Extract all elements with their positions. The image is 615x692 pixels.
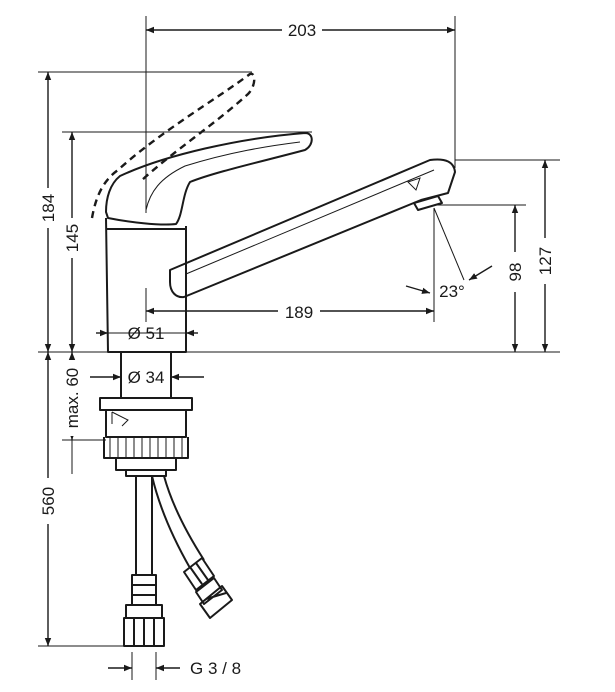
aerator xyxy=(413,195,443,211)
label-height-127: 127 xyxy=(536,247,555,275)
spout-inner-line xyxy=(185,169,435,275)
label-width-203: 203 xyxy=(288,21,316,40)
label-height-184: 184 xyxy=(39,194,58,222)
label-angle-23: 23° xyxy=(439,282,465,301)
angle-ref-line xyxy=(433,207,465,281)
hose-right-nut xyxy=(195,577,233,619)
faucet-outline xyxy=(90,72,456,647)
handle-lever xyxy=(105,132,313,226)
label-height-145: 145 xyxy=(63,224,82,252)
handle-inner-line xyxy=(145,141,301,211)
label-max-60: max. 60 xyxy=(63,368,82,428)
label-diameter-34: Ø 34 xyxy=(128,368,165,387)
dimension-labels: 203 184 145 189 Ø 51 Ø 34 max. 60 23° 98… xyxy=(38,18,555,678)
label-reach-189: 189 xyxy=(285,303,313,322)
thread-ticks xyxy=(109,437,183,458)
label-length-560: 560 xyxy=(39,487,58,515)
mounting-plate xyxy=(99,397,193,411)
label-thread-g38: G 3 / 8 xyxy=(190,659,241,678)
dimension-lines xyxy=(38,16,560,680)
hose-left-crimp xyxy=(131,574,157,606)
hose-left-nut xyxy=(123,604,165,647)
faucet-body xyxy=(105,217,187,353)
hose-left xyxy=(135,476,153,575)
angle-arrow-right xyxy=(468,265,493,281)
bottom-nut xyxy=(115,458,177,477)
hose-right-crimp xyxy=(183,557,215,591)
label-height-98: 98 xyxy=(506,263,525,282)
thread-ring xyxy=(103,437,189,459)
mounting-bracket xyxy=(111,411,129,427)
hose-right xyxy=(151,475,205,569)
spout-tip-detail xyxy=(407,177,421,191)
handle-raised-dashed xyxy=(90,72,256,219)
angle-arrow-left xyxy=(405,285,431,294)
mounting-body xyxy=(105,410,187,438)
label-diameter-51: Ø 51 xyxy=(128,324,165,343)
